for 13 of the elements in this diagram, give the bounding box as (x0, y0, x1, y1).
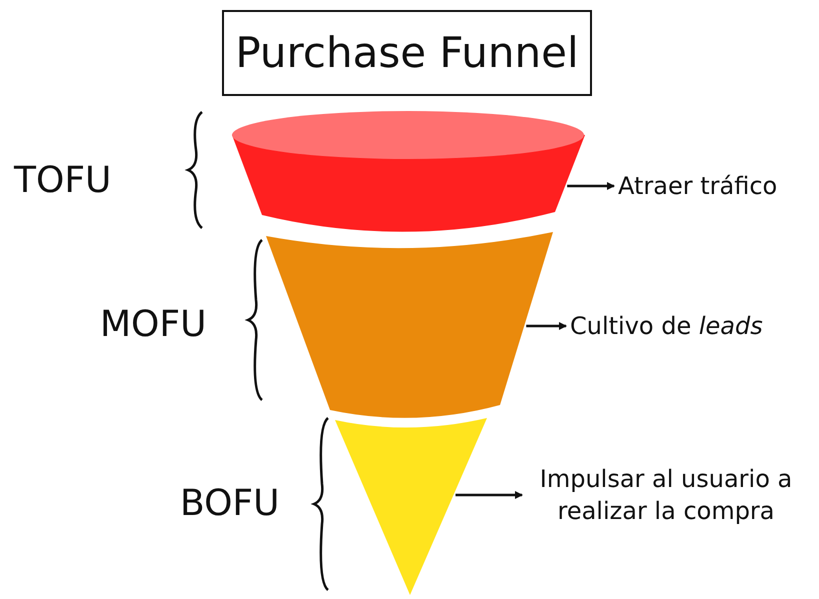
arrow (456, 491, 523, 499)
funnel-segment (232, 111, 585, 232)
stage-label: MOFU (100, 304, 206, 345)
stage-label: TOFU (14, 160, 112, 201)
title: Purchase Funnel (222, 10, 592, 96)
funnel-segment (335, 418, 487, 595)
funnel-segment (266, 232, 553, 418)
stage-label: BOFU (180, 483, 280, 524)
arrow (567, 182, 615, 190)
description-text: Impulsar al usuario a realizar la compra (526, 463, 806, 527)
description-text: Cultivo de leads (570, 310, 810, 342)
arrow (526, 322, 567, 330)
description-text: Atraer tráfico (618, 170, 818, 202)
